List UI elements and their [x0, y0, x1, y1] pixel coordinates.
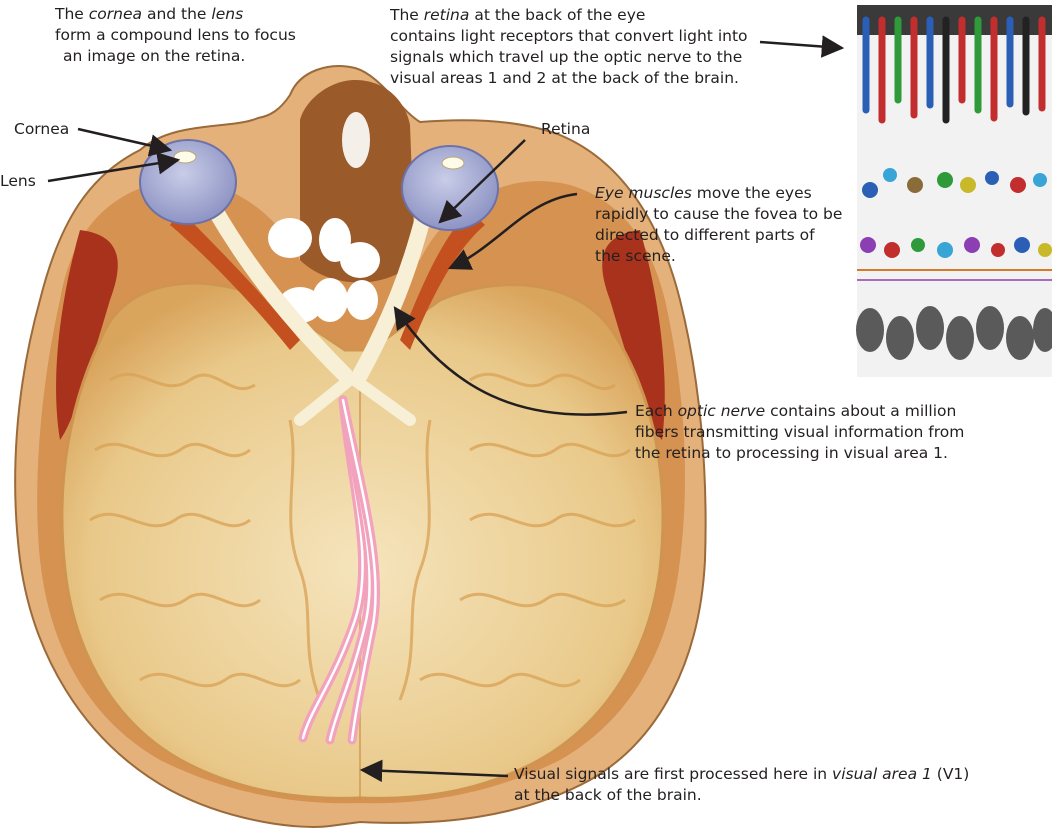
eye-muscles-annotation: Eye muscles move the eyes rapidly to cau… [595, 183, 842, 267]
retina-inset-arrow [760, 42, 842, 48]
retina-annotation: The retina at the back of the eye contai… [390, 5, 748, 89]
lens-label: Lens [0, 172, 36, 190]
right-eyeball [402, 146, 498, 230]
retina-label: Retina [541, 120, 590, 138]
optic-nerve-annotation: Each optic nerve contains about a millio… [635, 401, 964, 464]
cornea-label: Cornea [14, 120, 69, 138]
visual-area-annotation: Visual signals are first processed here … [514, 764, 969, 806]
cornea-lens-annotation: The cornea and the lens form a compound … [55, 4, 296, 67]
retina-cell-layers-inset [856, 5, 1052, 377]
left-eyeball [140, 140, 236, 224]
